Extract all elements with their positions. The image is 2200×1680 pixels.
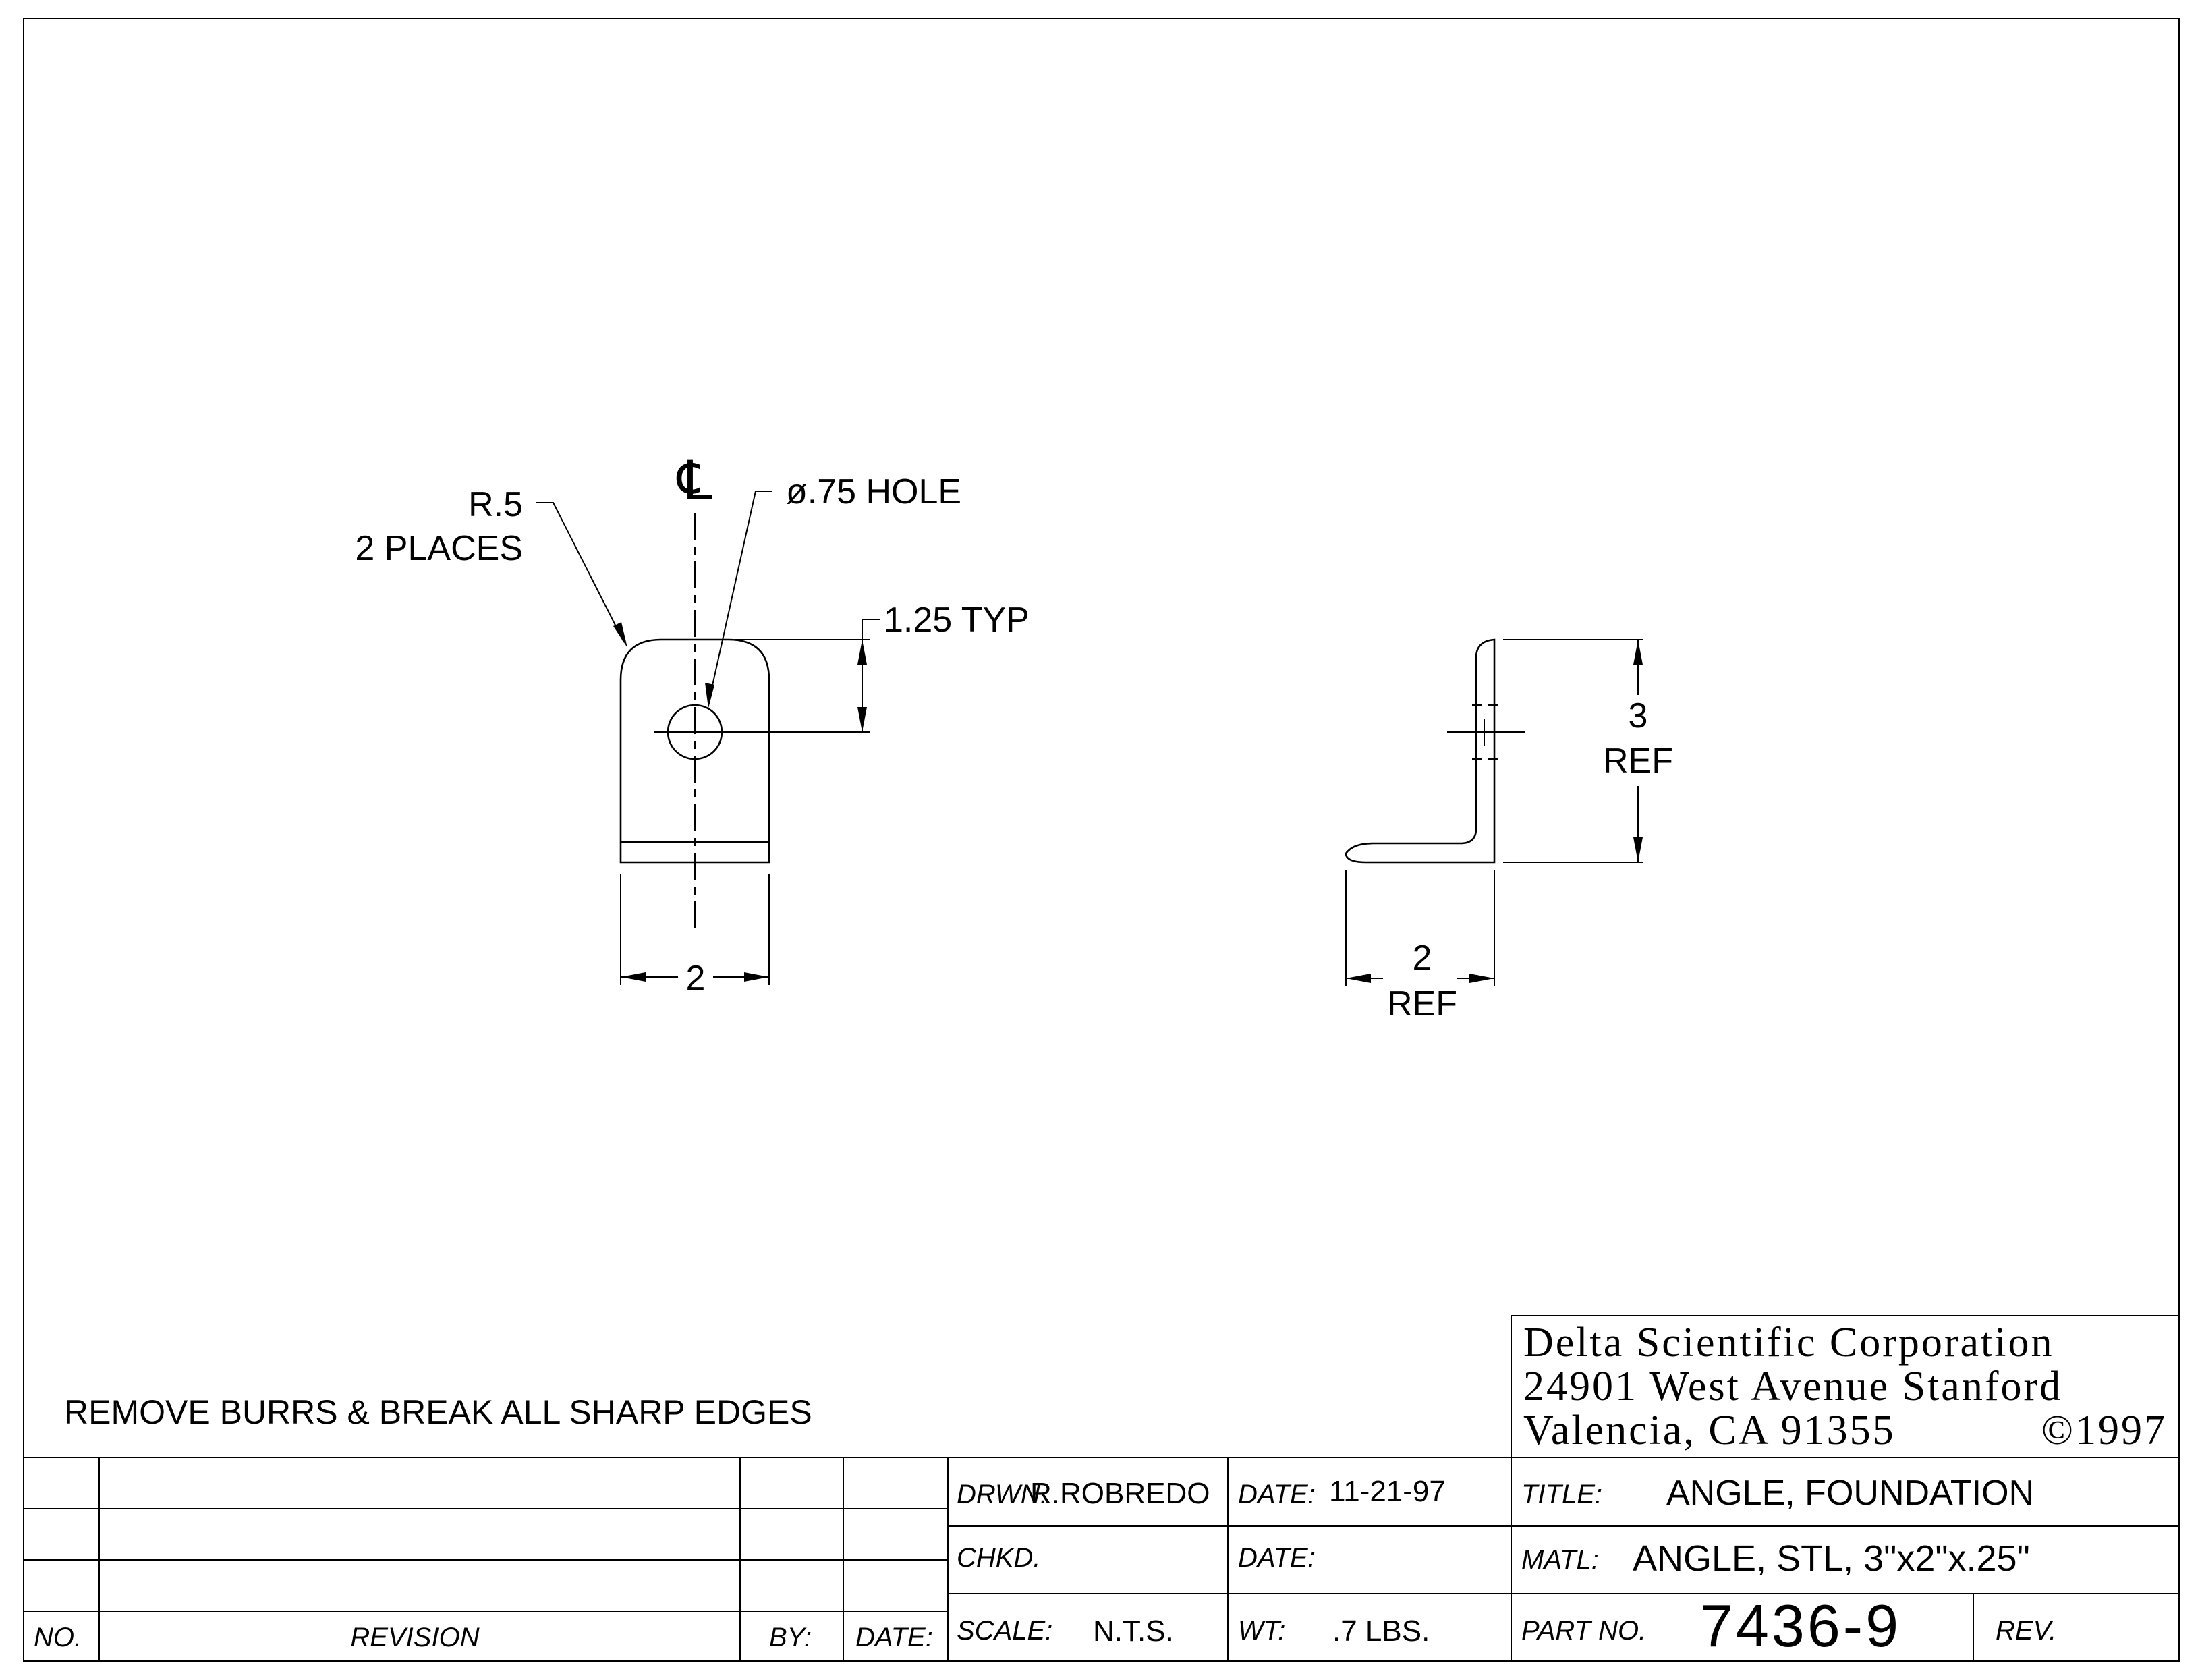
width-dim-arrow-right <box>744 972 769 982</box>
part-value: 7436-9 <box>1700 1592 1901 1659</box>
height-dim-arrow-bottom <box>1633 837 1643 862</box>
radius-note-line1: R.5 <box>468 485 523 524</box>
height-dim-ref: REF <box>1603 741 1673 781</box>
checked-label: CHKD. <box>957 1543 1040 1573</box>
height-dim-value: 3 <box>1629 696 1648 735</box>
side-width-arrow-left <box>1346 974 1371 983</box>
sheet-border <box>23 18 2180 1662</box>
side-width-arrow-right <box>1469 974 1494 983</box>
typ-dim-arrow-top <box>857 640 867 665</box>
material-value: ANGLE, STL, 3"x2"x.25" <box>1633 1538 2030 1579</box>
company-line2: 24901 West Avenue Stanford <box>1523 1364 2062 1409</box>
company-copyright: ©1997 <box>2041 1407 2167 1453</box>
check-date-label: DATE: <box>1238 1543 1316 1573</box>
side-width-value: 2 <box>1413 939 1432 978</box>
hole-leader-arrow <box>705 683 714 708</box>
height-dim-arrow-top <box>1633 640 1643 665</box>
title-label: TITLE: <box>1521 1480 1602 1509</box>
width-dim-text: 2 <box>686 959 706 998</box>
hole-note-text: ø.75 HOLE <box>786 472 961 511</box>
rev-by-label: BY: <box>769 1623 812 1652</box>
side-view-outline <box>1345 638 1496 864</box>
drawn-label: DRWN. <box>957 1480 1048 1509</box>
date-label: DATE: <box>1238 1480 1316 1509</box>
rev-revision-label: REVISION <box>350 1623 479 1652</box>
company-line1: Delta Scientific Corporation <box>1523 1320 2054 1366</box>
typ-dim-leader <box>862 619 880 640</box>
side-view: 3 REF 2 REF <box>1345 638 1673 1024</box>
width-dim-arrow-left <box>621 972 646 982</box>
radius-leader-arrow <box>613 622 627 648</box>
scale-label: SCALE: <box>957 1616 1052 1646</box>
radius-leader-line <box>536 502 625 643</box>
radius-note-line2: 2 PLACES <box>355 529 523 568</box>
typ-dim-text: 1.25 TYP <box>884 600 1030 640</box>
hole-leader-line <box>708 491 772 704</box>
rev-label: REV. <box>1996 1616 2056 1646</box>
material-label: MATL: <box>1521 1545 1599 1575</box>
date-value: 11-21-97 <box>1329 1475 1446 1508</box>
drawn-value: R.ROBREDO <box>1030 1477 1210 1510</box>
weight-label: WT: <box>1238 1616 1285 1646</box>
centerline-symbol: ℄ <box>676 451 712 511</box>
rev-date-label: DATE: <box>855 1623 933 1652</box>
part-label: PART NO. <box>1521 1616 1646 1646</box>
title-value: ANGLE, FOUNDATION <box>1666 1474 2034 1513</box>
weight-value: .7 LBS. <box>1332 1615 1430 1648</box>
rev-no-label: NO. <box>34 1623 82 1652</box>
front-view: 1.25 TYP 2 ℄ ø.75 HOLE R.5 2 PLACES <box>355 451 1029 998</box>
scale-value: N.T.S. <box>1093 1615 1174 1648</box>
company-city: Valencia, CA 91355 <box>1523 1407 1896 1453</box>
title-block-grid <box>24 1457 2179 1661</box>
typ-dim-arrow-bottom <box>857 707 867 732</box>
side-width-ref: REF <box>1387 984 1457 1024</box>
general-note: REMOVE BURRS & BREAK ALL SHARP EDGES <box>64 1393 812 1431</box>
front-view-outline <box>619 638 770 864</box>
